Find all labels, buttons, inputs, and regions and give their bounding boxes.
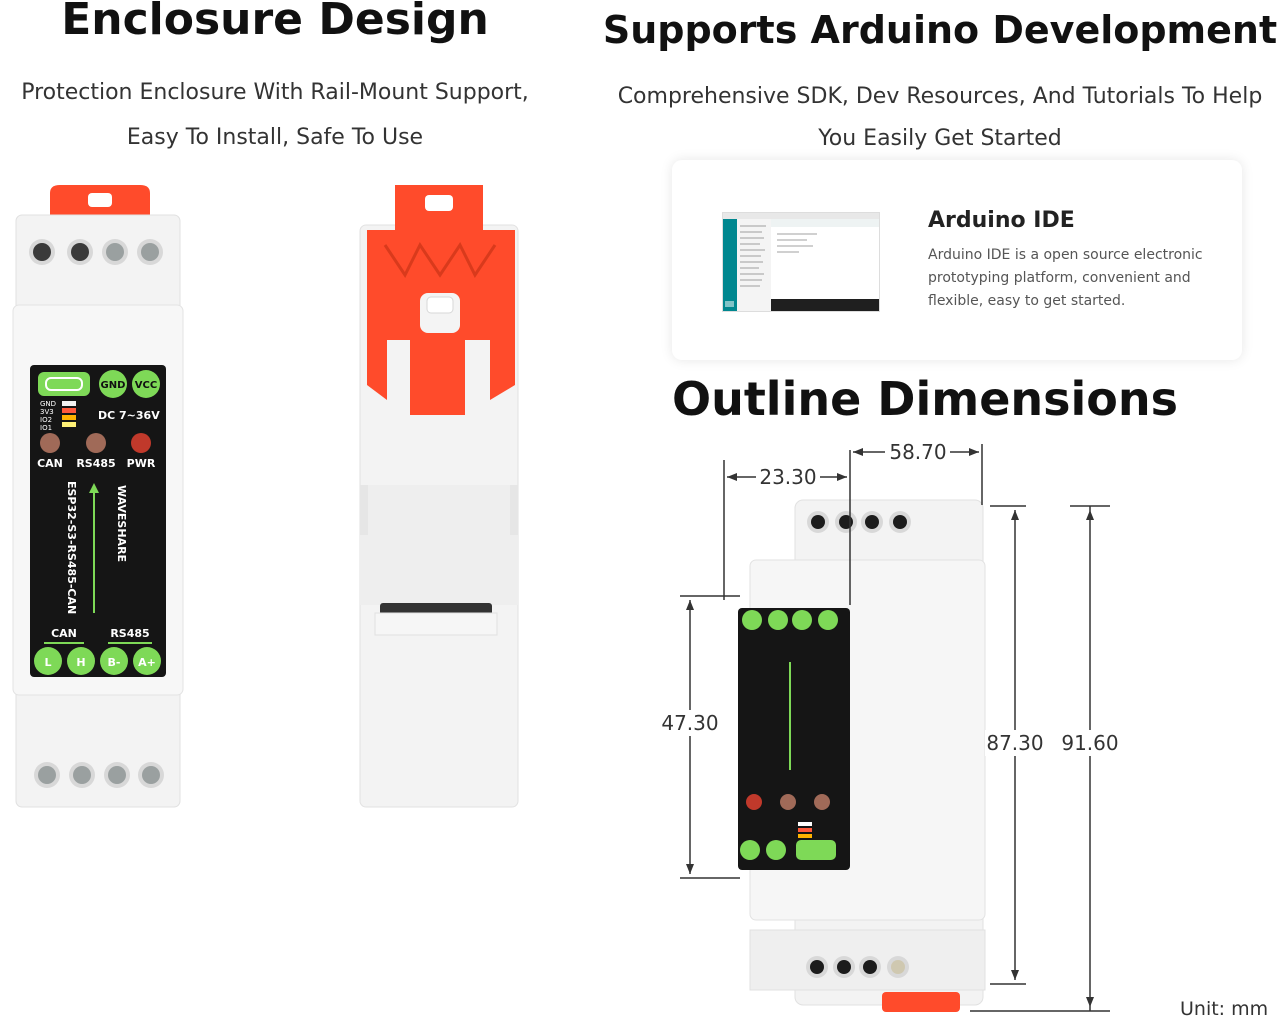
arduino-title: Supports Arduino Development <box>602 8 1278 52</box>
outline-title: Outline Dimensions <box>671 372 1179 426</box>
card-title: Arduino IDE <box>928 208 1075 233</box>
terminal-b: B- <box>108 656 121 669</box>
arduino-subtitle-1: Comprehensive SDK, Dev Resources, And Tu… <box>617 84 1263 109</box>
dim-front-offset: 23.30 <box>759 465 816 489</box>
vcc-label: VCC <box>135 380 157 391</box>
led-label-pwr: PWR <box>127 457 156 470</box>
enclosure-subtitle-2: Easy To Install, Safe To Use <box>126 125 424 150</box>
device-back-illustration <box>359 185 519 808</box>
dim-top-width: 58.70 <box>889 440 946 464</box>
power-label: DC 7~36V <box>98 409 160 422</box>
group-rs485-label: RS485 <box>110 627 149 640</box>
pin-label: GND <box>40 400 56 408</box>
led-label-rs485: RS485 <box>76 457 115 470</box>
led-label-can: CAN <box>37 457 63 470</box>
outline-dimension-drawing: 58.70 23.30 47.30 87.30 91.60 <box>660 440 1120 1012</box>
enclosure-subtitle-1: Protection Enclosure With Rail-Mount Sup… <box>21 80 529 105</box>
terminal-l: L <box>44 656 51 669</box>
bottom-screws <box>34 762 164 788</box>
dim-total-height: 91.60 <box>1061 731 1118 755</box>
arduino-subtitle-2: You Easily Get Started <box>818 126 1062 151</box>
card-description: Arduino IDE is a open source electronic … <box>928 247 1203 309</box>
group-can-label: CAN <box>51 627 77 640</box>
pin-label: IO2 <box>40 416 52 424</box>
unit-label: Unit: mm <box>1180 998 1269 1020</box>
dim-inner-height: 87.30 <box>986 731 1043 755</box>
device-front-illustration: GND VCC DC 7~36V GND 3V3 IO2 IO1 CAN RS4… <box>12 185 184 808</box>
terminal-a: A+ <box>138 656 156 669</box>
dim-front-height: 47.30 <box>661 711 718 735</box>
enclosure-title: Enclosure Design <box>61 0 489 45</box>
pin-label: IO1 <box>40 424 52 432</box>
terminal-h: H <box>76 656 85 669</box>
model-text: ESP32-S3-RS485-CAN <box>65 481 78 614</box>
arduino-ide-card[interactable]: Arduino IDE Arduino IDE is a open source… <box>672 160 1242 360</box>
brand-text: WAVESHARE <box>115 485 128 562</box>
top-screws <box>29 239 163 265</box>
pin-label: 3V3 <box>40 408 54 416</box>
gnd-label: GND <box>101 380 126 391</box>
arduino-ide-screenshot <box>722 212 880 312</box>
